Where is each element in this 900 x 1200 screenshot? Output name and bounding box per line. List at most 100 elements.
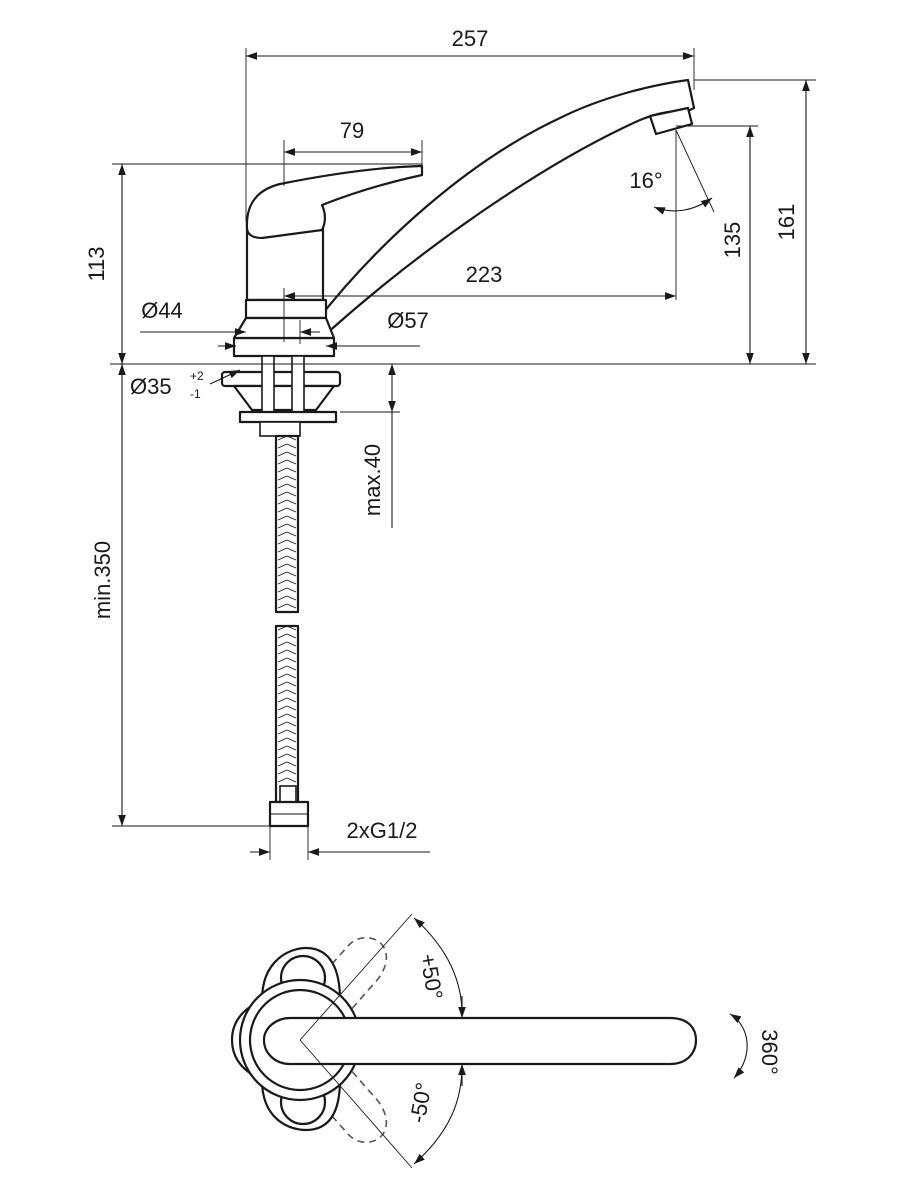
hose-braid-stroke <box>286 729 297 735</box>
hose-braid-stroke <box>277 641 288 647</box>
hose-braid-stroke <box>277 571 288 577</box>
hose-braid-stroke <box>277 697 288 703</box>
dim-overall-length: 257 <box>452 26 489 51</box>
hose-braid-stroke <box>277 587 288 593</box>
hose-braid-stroke <box>277 579 288 585</box>
hose-braid-stroke <box>286 777 297 783</box>
hose-braid-stroke <box>277 547 288 553</box>
dimension-annotations: 257 79 113 161 135 223 16° Ø44 <box>84 26 816 860</box>
faucet-side-view <box>220 78 696 828</box>
hose-braid-stroke <box>286 761 297 767</box>
hose-braid-stroke <box>286 641 297 647</box>
hose-braid-stroke <box>286 665 297 671</box>
hose-braid-stroke <box>277 705 288 711</box>
hose-braid-stroke <box>286 507 297 513</box>
dim-min-hose: min.350 <box>90 541 115 619</box>
hose-braid-stroke <box>286 657 297 663</box>
mounting-nut <box>232 384 336 412</box>
hose-braid-pattern-upper <box>277 435 297 609</box>
clamp-bar <box>238 410 338 424</box>
hose-braid-stroke <box>286 435 297 441</box>
hose-braid-stroke <box>277 491 288 497</box>
hose-braid-stroke <box>286 753 297 759</box>
hose-braid-stroke <box>277 769 288 775</box>
dim-outlet-height: 135 <box>720 222 745 259</box>
hose-braid-stroke <box>277 451 288 457</box>
hose-braid-stroke <box>277 761 288 767</box>
dim-max-deck: max.40 <box>360 444 385 516</box>
dim-hole-diameter: Ø35 <box>130 374 172 399</box>
hose-fitting-ferrule <box>279 785 297 803</box>
dim-spout-reach: 223 <box>466 262 503 287</box>
faucet-top-view <box>230 936 698 1144</box>
rotation-minus50: -50° <box>405 1081 437 1125</box>
lever-top <box>262 1016 698 1066</box>
hose-braid-stroke <box>286 451 297 457</box>
hose-braid-stroke <box>277 563 288 569</box>
hose-braid-stroke <box>286 633 297 639</box>
hose-braid-stroke <box>286 547 297 553</box>
hose-braid-stroke <box>277 633 288 639</box>
dim-base-diameter: Ø57 <box>387 308 429 333</box>
hose-braid-stroke <box>286 673 297 679</box>
dim-body-height: 113 <box>84 246 109 281</box>
hose-braid-stroke <box>277 595 288 601</box>
hose-braid-stroke <box>277 649 288 655</box>
hose-braid-stroke <box>277 753 288 759</box>
hose-braid-stroke <box>286 515 297 521</box>
hose-braid-stroke <box>277 681 288 687</box>
hose-braid-stroke <box>286 705 297 711</box>
hose-braid-stroke <box>286 625 297 631</box>
hose-braid-stroke <box>286 697 297 703</box>
hose-braid-stroke <box>286 539 297 545</box>
spout <box>314 78 696 336</box>
hose-braid-stroke <box>286 459 297 465</box>
hose-braid-stroke <box>277 729 288 735</box>
hose-braid-stroke <box>277 665 288 671</box>
hose-braid-pattern-lower <box>277 625 297 783</box>
base-collar <box>244 298 328 320</box>
hose-braid-stroke <box>277 657 288 663</box>
hose-braid-stroke <box>277 531 288 537</box>
hose-braid-stroke <box>277 499 288 505</box>
hose-braid-stroke <box>286 595 297 601</box>
rotation-plus50: +50° <box>415 952 448 1002</box>
hose-braid-stroke <box>277 625 288 631</box>
hose-braid-stroke <box>286 769 297 775</box>
hose-braid-stroke <box>286 681 297 687</box>
hose-braid-stroke <box>286 499 297 505</box>
dim-spout-angle: 16° <box>629 168 662 193</box>
hose-braid-stroke <box>277 713 288 719</box>
dim-connections: 2xG1/2 <box>347 818 418 843</box>
lever-ghost-minus50 <box>298 1044 388 1144</box>
dim-body-diameter: Ø44 <box>141 298 183 323</box>
mounting-washer <box>220 370 342 388</box>
hose-braid-stroke <box>277 435 288 441</box>
hose-braid-stroke <box>277 689 288 695</box>
dim-hole-tol-plus: +2 <box>190 369 204 383</box>
hose-braid-stroke <box>277 737 288 743</box>
hose-braid-stroke <box>277 745 288 751</box>
spout-aerator <box>648 106 694 136</box>
hose-braid-stroke <box>286 721 297 727</box>
hose-braid-stroke <box>286 523 297 529</box>
hose-braid-stroke <box>286 587 297 593</box>
hose-braid-stroke <box>277 475 288 481</box>
hose-braid-stroke <box>286 713 297 719</box>
hose-braid-stroke <box>286 579 297 585</box>
hose-braid-stroke <box>277 443 288 449</box>
hose-braid-stroke <box>286 475 297 481</box>
hose-braid-stroke <box>277 467 288 473</box>
hose-braid-stroke <box>277 777 288 783</box>
lever-handle <box>245 164 424 240</box>
hose-braid-stroke <box>277 515 288 521</box>
dim-overall-height: 161 <box>774 204 799 241</box>
dim-hole-tol-minus: -1 <box>190 387 201 401</box>
hose-braid-stroke <box>286 745 297 751</box>
hose-braid-stroke <box>277 555 288 561</box>
hose-braid-stroke <box>277 539 288 545</box>
hose-braid-stroke <box>286 737 297 743</box>
hose-braid-stroke <box>286 649 297 655</box>
hose-braid-stroke <box>286 491 297 497</box>
hose-braid-stroke <box>286 531 297 537</box>
